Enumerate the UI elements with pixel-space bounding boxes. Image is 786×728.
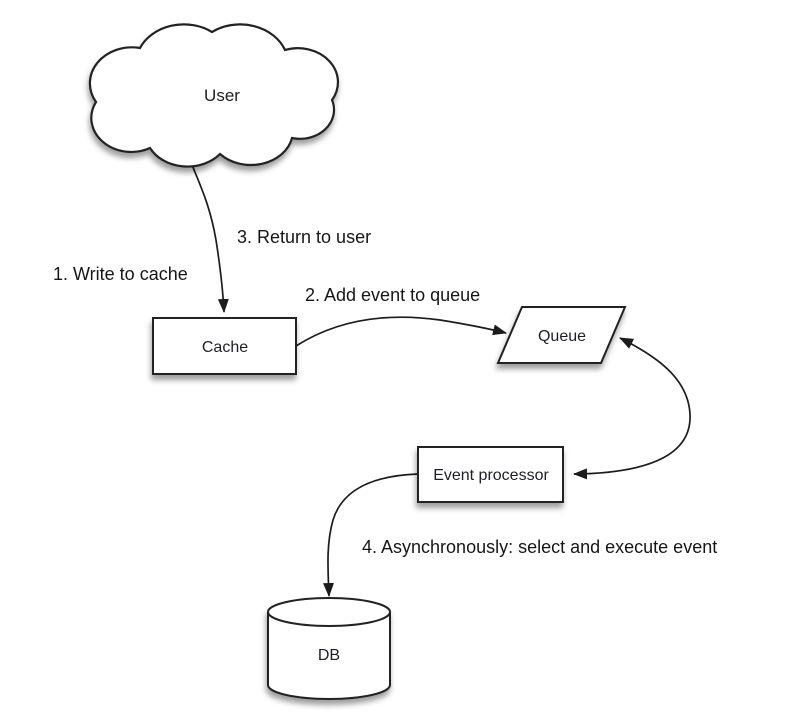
queue-parallelogram: [496, 306, 627, 364]
cache-box: [152, 317, 297, 375]
edge-event-processor-to-db: [323, 473, 419, 597]
cache-node: Cache: [152, 317, 297, 375]
cache-label: Cache: [202, 339, 248, 356]
db-label: DB: [318, 647, 340, 664]
event-processor-label: Event processor: [433, 467, 549, 484]
user-label: User: [204, 86, 240, 105]
label-return-to-user: 3. Return to user: [237, 227, 371, 247]
edge-queue-event-processor: [573, 337, 691, 480]
user-cloud-node: User: [88, 23, 340, 168]
db-node: DB: [267, 597, 391, 700]
label-write-to-cache: 1. Write to cache: [53, 264, 188, 284]
queue-label: Queue: [538, 328, 586, 345]
label-add-event-to-queue: 2. Add event to queue: [305, 285, 480, 305]
event-processor-node: Event processor: [417, 446, 564, 503]
event-processor-box: [417, 446, 564, 503]
label-async-execute: 4. Asynchronously: select and execute ev…: [362, 537, 717, 557]
cloud-shape: [88, 23, 340, 168]
edge-cache-to-queue: [295, 316, 507, 347]
queue-node: Queue: [496, 306, 627, 364]
edge-user-to-cache: [189, 159, 229, 313]
db-cylinder-top-ellipse: [267, 611, 391, 627]
